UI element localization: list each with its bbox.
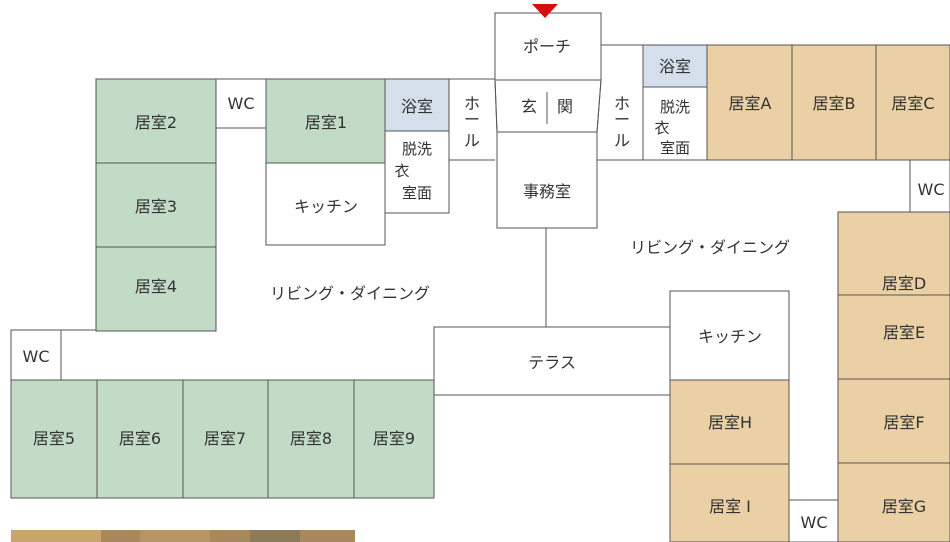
- kitchen-east-label: キッチン: [698, 327, 762, 346]
- office-label: 事務室: [523, 182, 571, 201]
- wc-west-label: WC: [228, 94, 255, 113]
- room-8-label: 居室8: [290, 429, 332, 448]
- room-1[interactable]: [265, 78, 386, 164]
- hall-west-label-3: ル: [464, 131, 480, 150]
- room-6-label: 居室6: [119, 429, 161, 448]
- wc-east-label: WC: [918, 180, 945, 199]
- wc-southeast-label: WC: [801, 513, 828, 532]
- washroom-east-label-1: 脱洗: [660, 98, 690, 116]
- room-b[interactable]: [791, 44, 877, 161]
- room-9[interactable]: [353, 379, 435, 499]
- hall-east-label-2: ー: [614, 110, 630, 129]
- room-5[interactable]: [10, 379, 98, 499]
- room-b-label: 居室B: [813, 94, 856, 113]
- wc-southwest-label: WC: [23, 347, 50, 366]
- room-7[interactable]: [182, 379, 269, 499]
- living-dining-west-label: リビング・ダイニング: [270, 284, 430, 303]
- hall-east-label-1: ホ: [614, 94, 630, 113]
- room-a[interactable]: [706, 44, 793, 161]
- room-h[interactable]: [669, 379, 790, 465]
- room-3[interactable]: [95, 162, 217, 248]
- room-a-label: 居室A: [729, 94, 772, 113]
- room-4[interactable]: [95, 246, 217, 332]
- wc-southeast[interactable]: [788, 499, 839, 542]
- room-5-label: 居室5: [33, 429, 75, 448]
- entrance-label-1: 玄: [521, 97, 537, 116]
- room-g[interactable]: [837, 462, 950, 542]
- hall-west-label-2: ー: [464, 110, 480, 129]
- east-unit: [642, 44, 950, 542]
- porch-label: ポーチ: [523, 37, 571, 56]
- kitchen-east[interactable]: [669, 290, 790, 381]
- room-1-label: 居室1: [305, 113, 347, 132]
- labels: 居室2 居室3 居室4 WC 居室1 キッチン 浴室 脱洗 衣 室面 WC 居室…: [23, 37, 945, 532]
- washroom-east-label-3: 室面: [660, 139, 690, 157]
- terrace-label: テラス: [528, 353, 576, 372]
- washroom-west-label-2: 衣: [394, 162, 409, 180]
- washroom-east[interactable]: [642, 86, 708, 161]
- terrace[interactable]: [433, 326, 671, 396]
- room-2[interactable]: [95, 78, 217, 164]
- room-i-label: 居室 I: [709, 497, 751, 516]
- room-f-label: 居室F: [883, 413, 924, 432]
- porch[interactable]: [494, 12, 602, 81]
- washroom-west[interactable]: [384, 130, 450, 214]
- kitchen-west[interactable]: [265, 162, 386, 246]
- room-e-label: 居室E: [883, 323, 925, 342]
- entrance-label-2: 関: [557, 97, 573, 116]
- living-dining-east-label: リビング・ダイニング: [630, 238, 790, 257]
- center-block: [433, 4, 671, 396]
- hall-west-label-1: ホ: [464, 94, 480, 113]
- office[interactable]: [496, 131, 598, 229]
- entrance-hall[interactable]: [494, 79, 602, 133]
- bath-west-label: 浴室: [401, 97, 433, 116]
- washroom-west-label-3: 室面: [402, 184, 432, 202]
- bath-east-label: 浴室: [659, 57, 691, 76]
- washroom-west-label-1: 脱洗: [402, 140, 432, 158]
- room-7-label: 居室7: [204, 429, 246, 448]
- room-h-label: 居室H: [708, 413, 752, 432]
- room-4-label: 居室4: [135, 277, 177, 296]
- kitchen-west-label: キッチン: [294, 197, 358, 216]
- room-d-label: 居室D: [882, 274, 926, 293]
- hall-east-label-3: ル: [614, 131, 630, 150]
- room-d[interactable]: [837, 211, 950, 296]
- entrance-arrow-icon: [532, 4, 558, 18]
- room-9-label: 居室9: [373, 429, 415, 448]
- room-g-label: 居室G: [882, 497, 926, 516]
- west-unit: [10, 78, 450, 499]
- room-8[interactable]: [267, 379, 355, 499]
- room-c-label: 居室C: [891, 94, 934, 113]
- washroom-east-label-2: 衣: [654, 119, 669, 137]
- room-i[interactable]: [669, 463, 790, 542]
- room-2-label: 居室2: [135, 113, 177, 132]
- photo-thumbnail[interactable]: [11, 530, 355, 542]
- room-c[interactable]: [875, 44, 950, 161]
- room-3-label: 居室3: [135, 197, 177, 216]
- room-f[interactable]: [837, 378, 950, 464]
